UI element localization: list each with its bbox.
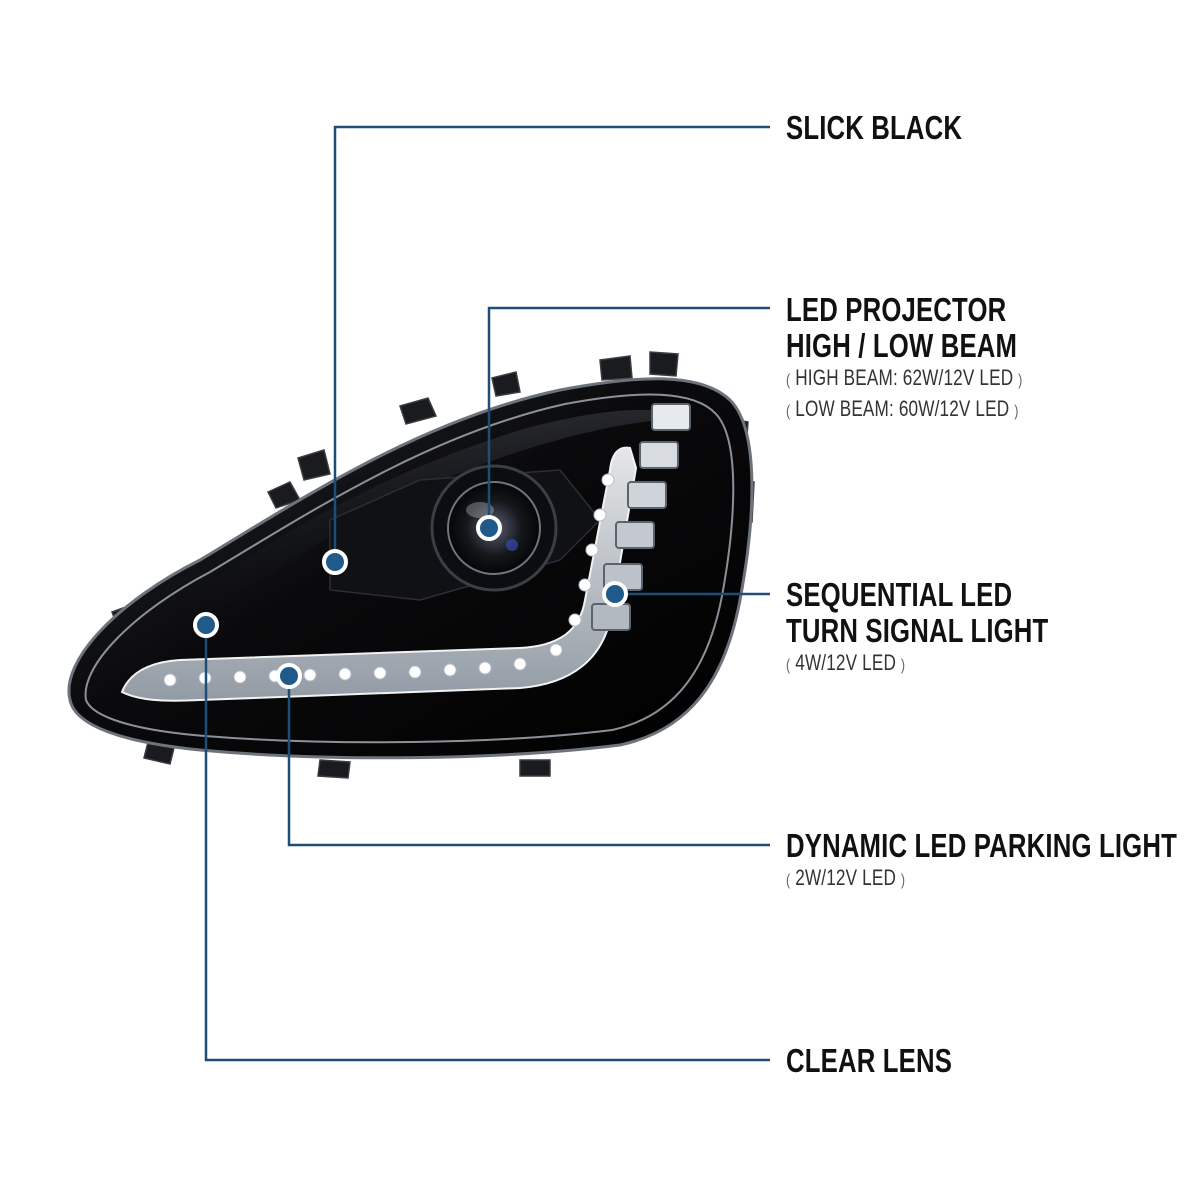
callout-dot-icon: [602, 581, 628, 607]
leader-line-projector: [487, 306, 770, 528]
callout-title-line2: TURN SIGNAL LIGHT: [786, 612, 1049, 649]
leader-line-slick-black: [333, 125, 770, 562]
callout-spec: ( 4W/12V LED ): [786, 650, 906, 675]
callout-dot-icon: [476, 515, 502, 541]
headlight-assembly: [67, 351, 755, 779]
leader-line-clear-lens: [204, 625, 770, 1062]
callout-parking-light: DYNAMIC LED PARKING LIGHT ( 2W/12V LED ): [786, 828, 1177, 895]
callout-title: DYNAMIC LED PARKING LIGHT: [786, 827, 1177, 864]
callout-dot-icon: [276, 663, 302, 689]
callout-dot-icon: [322, 549, 348, 575]
callout-title-line2: HIGH / LOW BEAM: [786, 327, 1018, 364]
callout-title: CLEAR LENS: [786, 1042, 953, 1079]
callout-spec-high-beam: ( HIGH BEAM: 62W/12V LED ): [786, 365, 1023, 390]
lens-edge: [84, 393, 735, 744]
callout-turn-signal: SEQUENTIAL LED TURN SIGNAL LIGHT ( 4W/12…: [786, 577, 1048, 680]
callout-slick-black: SLICK BLACK: [786, 110, 962, 146]
turn-signal-cubes: [591, 403, 691, 631]
callout-dot-icon: [193, 612, 219, 638]
leader-line-parking: [287, 676, 770, 847]
callout-title-line1: SEQUENTIAL LED: [786, 576, 1013, 613]
callout-spec: ( 2W/12V LED ): [786, 865, 906, 890]
parking-led-dots: [163, 473, 615, 687]
callout-dots: [193, 515, 628, 689]
callout-title: SLICK BLACK: [786, 109, 963, 146]
callout-clear-lens: CLEAR LENS: [786, 1043, 952, 1079]
callout-spec-low-beam: ( LOW BEAM: 60W/12V LED ): [786, 396, 1019, 421]
leader-lines: [204, 125, 770, 1062]
callout-title-line1: LED PROJECTOR: [786, 291, 1007, 328]
callout-led-projector: LED PROJECTOR HIGH / LOW BEAM ( HIGH BEA…: [786, 292, 1022, 426]
